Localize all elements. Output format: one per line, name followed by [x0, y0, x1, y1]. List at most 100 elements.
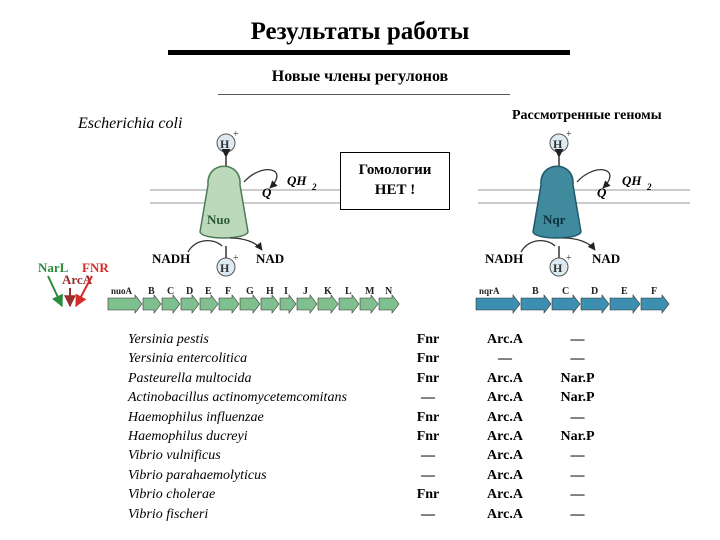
q-label-right: Q	[597, 185, 607, 200]
species-cell: Yersinia pestis	[128, 332, 209, 347]
fnr-cell: Fnr	[416, 487, 440, 503]
nuo-gene-arrow	[142, 294, 162, 314]
nuo-gene-label: B	[148, 286, 155, 297]
nuo-gene-arrow	[279, 294, 297, 314]
fnr-cell: Fnr	[416, 332, 440, 347]
fnr-cell: Fnr	[416, 370, 440, 386]
page-title: Результаты работы	[250, 18, 470, 45]
arca-label: ArcA	[62, 272, 93, 287]
species-cell: Actinobacillus actinomycetemcomitans	[128, 390, 347, 406]
narl-label: NarL	[38, 260, 69, 275]
fnr-cell: —	[421, 506, 435, 522]
nuo-gene-label: J	[303, 286, 308, 297]
nuo-gene-label: M	[365, 286, 375, 297]
narp-cell: —	[570, 506, 585, 522]
arca-cell: Arc.A	[487, 409, 523, 425]
fnr-cell: Fnr	[416, 409, 440, 425]
nqr-gene-arrow	[580, 294, 610, 314]
arca-cell: —	[498, 351, 512, 367]
nuo-gene-label: nuoA	[111, 286, 133, 296]
nuo-gene-arrow	[338, 294, 360, 314]
proton-label-right-top: H	[553, 137, 563, 151]
narp-cell: Nar.P	[560, 428, 595, 444]
nqr-protein-shape	[532, 165, 582, 239]
nuo-gene-arrow	[296, 294, 318, 314]
narp-cell: —	[570, 467, 585, 483]
arca-cell: Arc.A	[487, 506, 523, 522]
species-cell: Pasteurella multocida	[128, 370, 252, 386]
fnr-cell: —	[421, 390, 435, 406]
arca-cell: Arc.A	[487, 390, 523, 406]
proton-plus-left-top: +	[233, 129, 239, 140]
narp-cell: —	[570, 409, 585, 425]
subtitle-underline	[218, 94, 510, 95]
arca-cell: Arc.A	[487, 332, 523, 347]
narp-cell: —	[570, 332, 585, 347]
nuo-gene-label: H	[266, 286, 274, 297]
proton-icon	[549, 257, 569, 277]
nuo-gene-label: I	[284, 286, 288, 297]
nqr-gene-label: nqrA	[479, 286, 500, 296]
nqr-gene-label: F	[651, 286, 657, 297]
quinone-arrow	[243, 169, 278, 189]
nqr-gene-arrow	[475, 294, 521, 314]
proton-label-left-top: H	[220, 137, 230, 151]
fnr-cell: —	[421, 448, 435, 464]
nad-label-right: NAD	[592, 251, 620, 266]
nuo-label: Nuo	[207, 212, 230, 227]
homology-line-2: НЕТ !	[374, 182, 416, 198]
qh2-label-right: QH	[622, 173, 642, 188]
fnr-cell: Fnr	[416, 428, 440, 444]
nuo-gene-label: C	[167, 286, 174, 297]
narp-cell: —	[570, 351, 585, 367]
page-subtitle: Новые члены регулонов	[271, 68, 449, 85]
arca-cell: Arc.A	[487, 370, 523, 386]
genomes-label: Рассмотренные геномы	[512, 108, 662, 123]
nuo-gene-arrow	[107, 294, 143, 314]
homology-box: Гомологии НЕТ !	[340, 152, 450, 210]
proton-plus-right-top: +	[566, 129, 572, 140]
quinone-arrow	[576, 169, 611, 189]
title-underline	[168, 50, 570, 55]
nqr-gene-label: E	[621, 286, 628, 297]
nqr-gene-arrow	[551, 294, 581, 314]
narl-arrow	[47, 275, 63, 308]
nuo-gene-arrow	[218, 294, 240, 314]
nqr-gene-arrow	[520, 294, 552, 314]
nqr-gene-arrow	[640, 294, 670, 314]
organism-label: Escherichia coli	[78, 115, 183, 132]
species-cell: Vibrio parahaemolyticus	[128, 467, 267, 483]
narp-cell: —	[570, 487, 585, 503]
nadh-label-left: NADH	[152, 251, 190, 266]
nuo-gene-arrow	[317, 294, 339, 314]
nqr-label: Nqr	[543, 212, 566, 227]
nuo-gene-arrow	[180, 294, 200, 314]
nuo-gene-arrow	[260, 294, 280, 314]
nuo-gene-arrow	[199, 294, 219, 314]
nuo-gene-label: F	[225, 286, 231, 297]
fnr-cell: —	[421, 467, 435, 483]
qh2-subscript-left: 2	[311, 182, 317, 192]
nad-label-left: NAD	[256, 251, 284, 266]
nuo-gene-label: D	[186, 286, 193, 297]
nuo-gene-label: N	[385, 286, 393, 297]
homology-line-1: Гомологии	[358, 162, 432, 178]
nuo-gene-arrow	[359, 294, 379, 314]
proton-plus-right-bottom: +	[566, 253, 572, 264]
qh2-subscript-right: 2	[646, 182, 652, 192]
nqr-gene-label: D	[591, 286, 598, 297]
species-cell: Vibrio cholerae	[128, 487, 216, 503]
proton-label-left-bottom: H	[220, 261, 230, 275]
proton-icon	[216, 257, 236, 277]
species-cell: Haemophilus influenzae	[128, 409, 264, 425]
fnr-label: FNR	[82, 260, 109, 275]
arca-cell: Arc.A	[487, 487, 523, 503]
nadh-arrow-in	[187, 240, 223, 253]
species-cell: Haemophilus ducreyi	[128, 428, 248, 444]
